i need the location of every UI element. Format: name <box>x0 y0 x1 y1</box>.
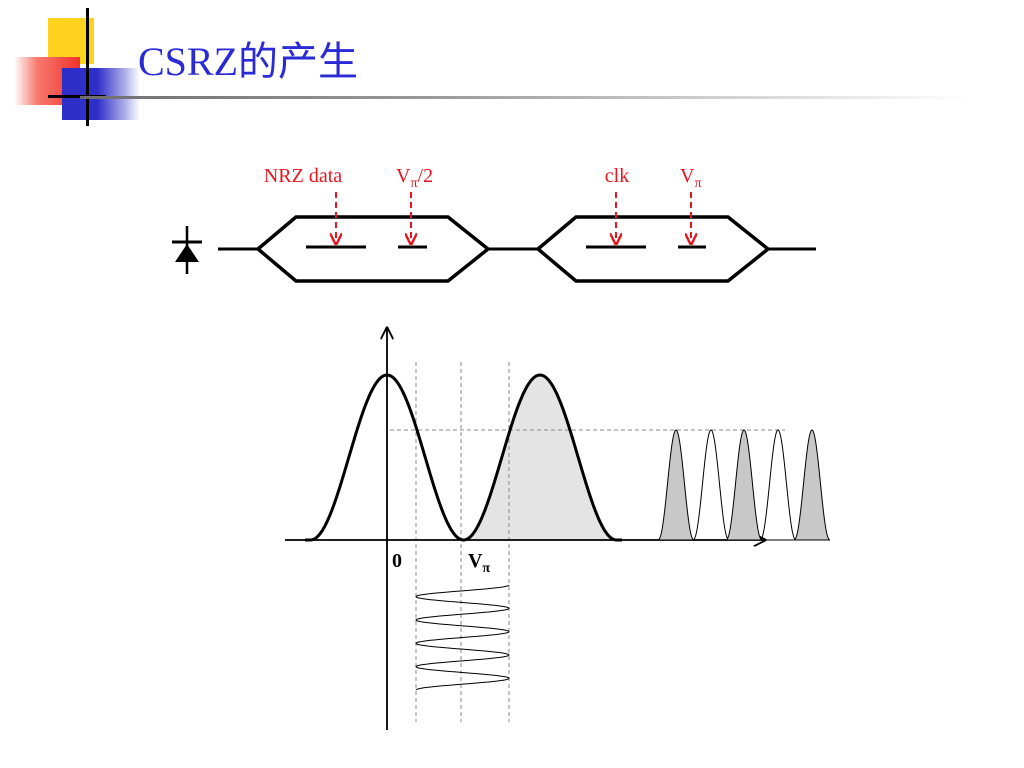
output-pulse <box>692 429 730 541</box>
output-pulse <box>657 429 695 541</box>
shaded-lobe <box>461 375 615 540</box>
laser-diode-icon <box>172 226 202 274</box>
x-tick-zero: 0 <box>392 550 402 572</box>
slide-title: CSRZ的产生 <box>138 39 359 84</box>
label-nrz-data: NRZ data <box>264 165 342 187</box>
output-pulse <box>793 429 831 541</box>
output-pulse <box>725 429 763 541</box>
x-tick-vpi: Vπ <box>468 550 490 576</box>
mzm-1 <box>255 192 491 283</box>
drive-sinusoid <box>415 584 510 691</box>
label-vpi-half: Vπ/2 <box>396 165 433 191</box>
output-pulse <box>759 429 797 541</box>
label-clk: clk <box>605 165 629 187</box>
corner-square-blue <box>62 68 140 120</box>
mzm-2 <box>535 192 771 283</box>
label-vpi: Vπ <box>680 165 702 191</box>
corner-line-vertical <box>86 8 89 126</box>
output-pulse-train <box>657 429 831 541</box>
title-underline <box>80 96 970 99</box>
corner-line-horizontal <box>48 95 106 98</box>
transfer-plot: 0 Vπ <box>285 328 831 730</box>
